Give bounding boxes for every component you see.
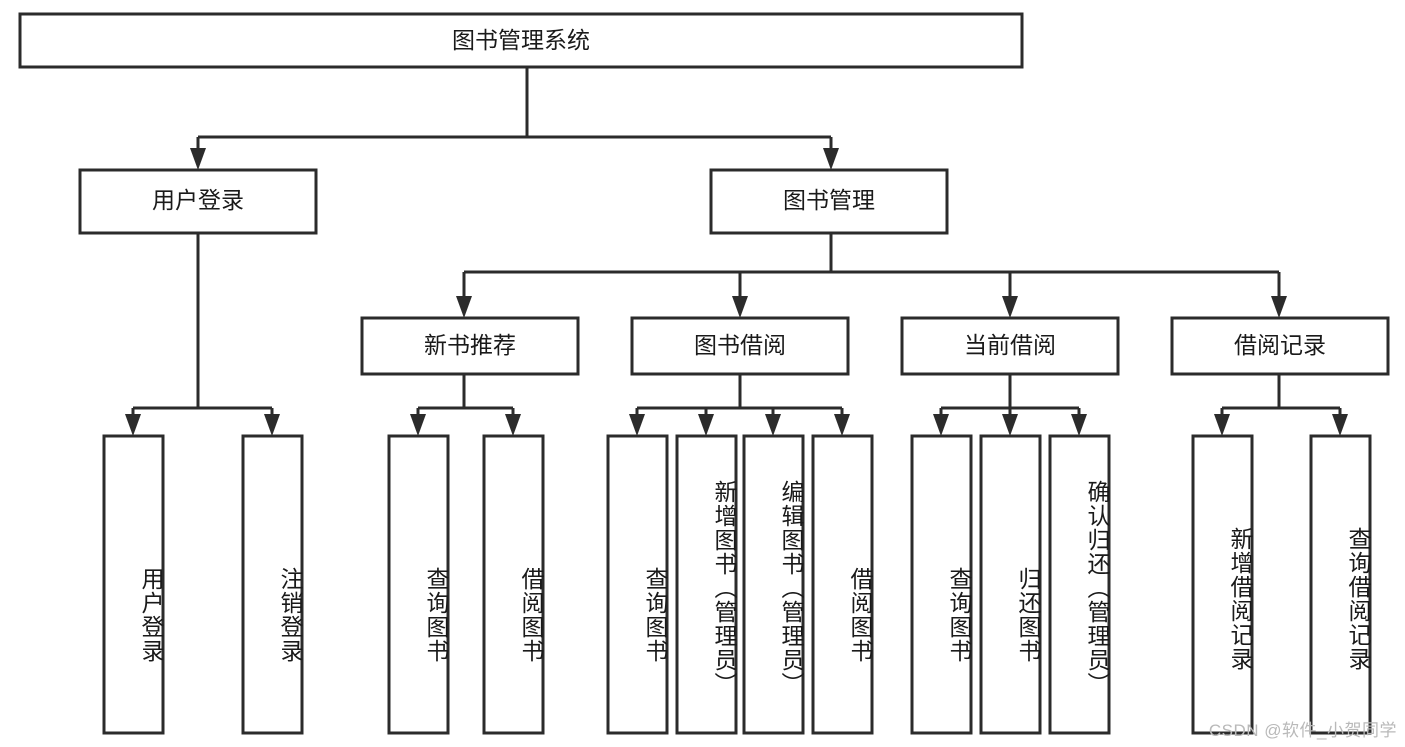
connector-group-current-borrow-to-leaves (933, 375, 1087, 436)
arrow-head-leaf-query-book-1 (410, 414, 426, 436)
node-current-borrow-box[interactable] (900, 316, 1120, 376)
arrow-head-leaf-borrow-book-1 (505, 414, 521, 436)
arrow-head-leaf-confirm-return (1071, 414, 1087, 436)
node-leaf-logout-box[interactable] (241, 434, 304, 735)
node-book-manage-label: 图书管理 (783, 187, 875, 213)
node-leaf-user-login-box[interactable] (102, 434, 165, 735)
arrow-head-leaf-query-book-3 (933, 414, 949, 436)
node-user-login[interactable]: 用户登录 (78, 168, 318, 235)
node-book-manage[interactable]: 图书管理 (709, 168, 949, 235)
node-current-borrow[interactable]: 当前借阅 (900, 316, 1120, 376)
node-leaf-borrow-book-2-box[interactable] (811, 434, 874, 735)
node-leaf-confirm-return-box[interactable] (1048, 434, 1111, 735)
node-leaf-edit-book-box[interactable] (742, 434, 805, 735)
node-leaf-query-book-3-box[interactable] (910, 434, 973, 735)
node-book-borrow[interactable]: 图书借阅 (630, 316, 850, 376)
arrow-head-book-manage (823, 148, 839, 170)
node-user-login-label: 用户登录 (152, 187, 244, 213)
csdn-watermark: CSDN @软件_小贺同学 (1208, 721, 1397, 740)
node-root-label: 图书管理系统 (452, 27, 590, 53)
node-book-manage-box[interactable] (709, 168, 949, 235)
node-leaf-query-book-2-box[interactable] (606, 434, 669, 735)
node-leaf-borrow-book-1-box[interactable] (482, 434, 545, 735)
connector-group-book-manage-to-level3 (456, 233, 1287, 318)
connector-group-user-login-to-leaves (125, 233, 280, 436)
node-new-book-rec[interactable]: 新书推荐 (360, 316, 580, 376)
node-leaf-add-record-box[interactable] (1191, 434, 1254, 735)
arrow-head-leaf-add-record (1214, 414, 1230, 436)
node-borrow-record-label: 借阅记录 (1234, 332, 1326, 358)
node-borrow-record[interactable]: 借阅记录 (1170, 316, 1390, 376)
node-user-login-box[interactable] (78, 168, 318, 235)
arrow-head-borrow-record (1271, 296, 1287, 318)
arrow-head-leaf-logout (264, 414, 280, 436)
node-leaf-query-book-1-box[interactable] (387, 434, 450, 735)
arrow-head-leaf-query-record (1332, 414, 1348, 436)
node-root-box[interactable] (18, 12, 1024, 69)
arrow-head-user-login (190, 148, 206, 170)
connector-group-borrow-record-to-leaves (1214, 375, 1348, 436)
connector-group-book-borrow-to-leaves (629, 375, 850, 436)
connector-group-new-book-rec-to-leaves (410, 375, 521, 436)
node-root[interactable]: 图书管理系统 (18, 12, 1024, 69)
arrow-head-leaf-user-login (125, 414, 141, 436)
arrow-head-current-borrow (1002, 296, 1018, 318)
node-leaf-add-book-box[interactable] (675, 434, 738, 735)
node-leaf-query-record-box[interactable] (1309, 434, 1372, 735)
leaf-box-group (102, 434, 1372, 735)
node-leaf-return-book-box[interactable] (979, 434, 1042, 735)
arrow-head-leaf-edit-book (765, 414, 781, 436)
arrow-head-book-borrow (732, 296, 748, 318)
arrow-head-new-book-rec (456, 296, 472, 318)
node-book-borrow-label: 图书借阅 (694, 332, 786, 358)
arrow-head-leaf-return-book (1002, 414, 1018, 436)
arrow-head-leaf-query-book-2 (629, 414, 645, 436)
arrow-head-leaf-add-book (698, 414, 714, 436)
node-book-borrow-box[interactable] (630, 316, 850, 376)
node-new-book-rec-label: 新书推荐 (424, 332, 516, 358)
node-borrow-record-box[interactable] (1170, 316, 1390, 376)
node-current-borrow-label: 当前借阅 (964, 332, 1056, 358)
node-new-book-rec-box[interactable] (360, 316, 580, 376)
connector-group-root-to-level2 (190, 67, 839, 170)
arrow-head-leaf-borrow-book-2 (834, 414, 850, 436)
